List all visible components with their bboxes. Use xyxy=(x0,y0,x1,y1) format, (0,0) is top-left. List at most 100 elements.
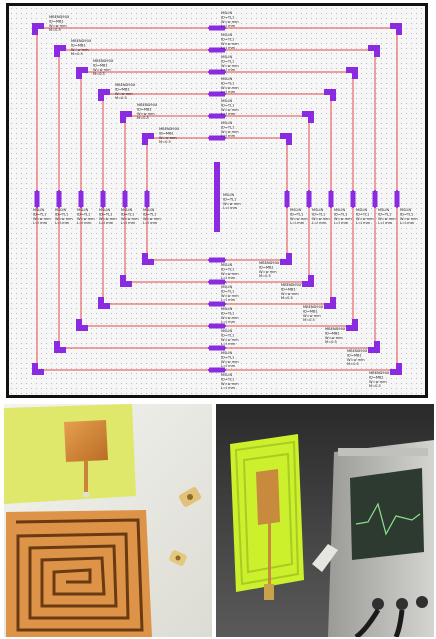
component-label: ID=TL1 xyxy=(99,212,112,216)
component-label: W=w mm xyxy=(221,108,239,112)
line-component xyxy=(209,345,225,351)
component-label: W=w mm xyxy=(378,217,396,221)
component-label: W=w mm xyxy=(77,217,95,221)
component-label: ID=TL1 xyxy=(223,197,236,201)
component-label: W=w mm xyxy=(221,20,239,24)
feed-line xyxy=(268,522,271,584)
component-label: MSLIN xyxy=(356,208,367,212)
bend-label: MBEND90X xyxy=(281,283,302,287)
node-dot xyxy=(223,280,227,284)
bend-component xyxy=(142,133,154,145)
component-label: W=w mm xyxy=(99,217,117,221)
line-component xyxy=(209,47,225,53)
bend-label: W=w mm xyxy=(369,380,387,384)
node-dot xyxy=(351,205,355,209)
node-dot xyxy=(207,368,211,372)
bend-label: ID=MB1 xyxy=(49,19,64,23)
node-dot xyxy=(123,205,127,209)
node-dot xyxy=(207,92,211,96)
bend-label: MBEND90X xyxy=(347,349,368,353)
node-dot xyxy=(329,205,333,209)
sma-connector-icon xyxy=(169,550,187,566)
node-dot xyxy=(223,92,227,96)
node-dot xyxy=(223,324,227,328)
component-label: L=l mm xyxy=(356,221,371,225)
bend-component xyxy=(54,341,66,353)
component-label: MSLIN xyxy=(312,208,323,212)
bend-label: MBEND90X xyxy=(325,327,346,331)
component-label: MSLIN xyxy=(223,193,234,197)
bend-label: W=w mm xyxy=(281,292,299,296)
component-label: L=l mm xyxy=(221,134,236,138)
component-label: W=w mm xyxy=(143,217,161,221)
line-component xyxy=(394,191,400,207)
component-label: ID=TL1 xyxy=(221,267,234,271)
node-dot xyxy=(223,70,227,74)
line-component xyxy=(34,191,40,207)
bend-label: MBEND90X xyxy=(137,103,158,107)
component-label: L=l mm xyxy=(290,221,305,225)
component-label: MSLIN xyxy=(99,208,110,212)
component-label: ID=TL1 xyxy=(221,377,234,381)
component-label: MSLIN xyxy=(221,373,232,377)
component-label: MSLIN xyxy=(77,208,88,212)
bend-label: M=0.5 xyxy=(259,274,271,278)
component-label: W=w mm xyxy=(221,86,239,90)
component-label: MSLIN xyxy=(334,208,345,212)
bend-label: MBEND90X xyxy=(93,59,114,63)
component-label: W=w mm xyxy=(312,217,330,221)
bend-component xyxy=(302,275,314,287)
component-label: ID=TL1 xyxy=(221,125,234,129)
bend-label: ID=MB1 xyxy=(93,63,108,67)
component-label: MSLIN xyxy=(221,329,232,333)
node-dot xyxy=(223,114,227,118)
node-dot xyxy=(307,205,311,209)
sma-connector-icon xyxy=(178,487,202,507)
line-component xyxy=(209,323,225,329)
bend-component xyxy=(346,67,358,79)
component-label: ID=TL1 xyxy=(55,212,68,216)
bend-label: W=w mm xyxy=(93,68,111,72)
component-label: ID=TL1 xyxy=(121,212,134,216)
bend-label: W=w mm xyxy=(325,336,343,340)
component-label: MSLIN xyxy=(221,307,232,311)
node-dot xyxy=(57,189,61,193)
component-label: L=l mm xyxy=(221,68,236,72)
line-component xyxy=(209,135,225,141)
node-dot xyxy=(207,26,211,30)
node-dot xyxy=(307,189,311,193)
component-label: W=w mm xyxy=(221,316,239,320)
node-dot xyxy=(101,205,105,209)
bend-label: ID=MB1 xyxy=(281,287,296,291)
feed-line xyxy=(84,460,88,494)
component-label: ID=TL1 xyxy=(33,212,46,216)
component-label: ID=TL1 xyxy=(334,212,347,216)
bend-component xyxy=(98,89,110,101)
node-dot xyxy=(207,70,211,74)
bend-label: W=w mm xyxy=(159,136,177,140)
bend-label: M=0.5 xyxy=(347,362,359,366)
component-label: ID=TL1 xyxy=(221,333,234,337)
node-dot xyxy=(351,189,355,193)
bend-label: W=w mm xyxy=(115,92,133,96)
bend-component xyxy=(280,253,292,265)
component-label: L=l mm xyxy=(221,364,236,368)
component-label: ID=TL1 xyxy=(221,15,234,19)
component-label: W=w mm xyxy=(221,360,239,364)
component-label: MSLIN xyxy=(221,77,232,81)
component-label: MSLIN xyxy=(221,33,232,37)
line-component xyxy=(122,191,128,207)
patch-element xyxy=(64,420,108,462)
component-label: ID=TL1 xyxy=(221,289,234,293)
component-label: MSLIN xyxy=(221,263,232,267)
component-label: L=l mm xyxy=(99,221,114,225)
line-component xyxy=(78,191,84,207)
line-component xyxy=(209,91,225,97)
node-dot xyxy=(145,189,149,193)
bend-label: W=w mm xyxy=(347,358,365,362)
network-analyzer xyxy=(328,440,434,637)
component-label: MSLIN xyxy=(221,11,232,15)
component-label: ID=TL1 xyxy=(143,212,156,216)
